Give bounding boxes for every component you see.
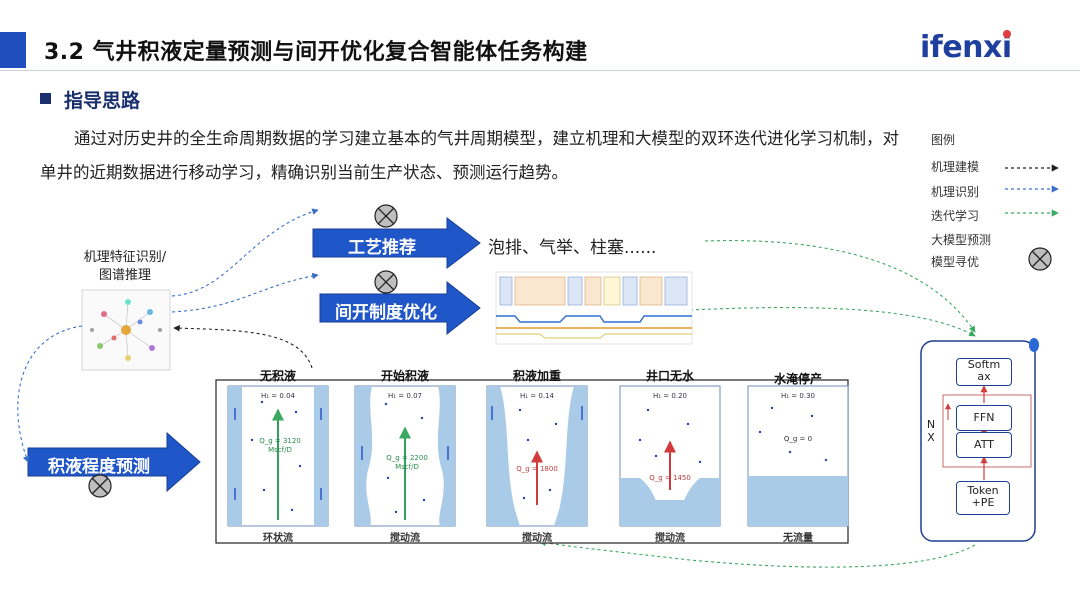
pipe-stage-2 — [354, 385, 456, 527]
process-recommend-arrow — [312, 216, 481, 270]
n-times-label: N X — [926, 418, 936, 444]
pipe-stage-5 — [747, 385, 849, 527]
legend-label-iterative-learning: 迭代学习 — [931, 209, 980, 223]
gas-rate-3: Q_g = 1800 — [516, 465, 558, 473]
process-recommend-label: 工艺推荐 — [348, 238, 416, 258]
recommend-methods-text: 泡排、气举、柱塞...... — [488, 238, 657, 258]
connector-diagram-to-graph — [173, 324, 313, 369]
stage-name-2: 开始积液 — [380, 369, 429, 383]
stage-name-4: 井口无水 — [645, 369, 694, 383]
liquid-predict-label: 积液程度预测 — [48, 457, 150, 477]
optimize-icon-1 — [374, 204, 398, 228]
connector-model-to-diagram — [539, 539, 976, 568]
section-heading: 指导思路 — [64, 90, 141, 112]
interval-optimize-arrow — [319, 280, 481, 336]
knowledge-graph-nodes — [90, 299, 162, 361]
holdup-5: H₁ = 0.30 — [781, 392, 815, 400]
page-title: 3.2 气井积液定量预测与间开优化复合智能体任务构建 — [44, 40, 588, 65]
stage-name-1: 无积液 — [259, 369, 296, 383]
gas-rate-1: Q_g = 3120 Mscf/D — [259, 437, 301, 454]
legend-label-mechanism-modeling: 机理建模 — [931, 160, 980, 174]
connector-recommend-to-model — [704, 240, 976, 333]
token-pe-block: Token +PE — [956, 481, 1010, 515]
gas-rate-5: Q_g = 0 — [783, 435, 813, 443]
connector-graph-to-process — [171, 208, 319, 297]
feature-recognition-label: 机理特征识别/ 图谱推理 — [83, 250, 167, 283]
flow-regime-3: 搅动流 — [522, 533, 552, 544]
holdup-4: H₁ = 0.20 — [653, 392, 687, 400]
section-bullet-icon — [40, 93, 51, 104]
transformer-repeat-box — [942, 394, 1032, 468]
pipe-stage-4 — [619, 385, 721, 527]
gas-rate-2: Q_g = 2200 Mscf/D — [386, 454, 428, 471]
stage-name-3: 积液加重 — [512, 369, 561, 383]
ifenxi-logo: ifenxi — [920, 30, 1012, 65]
title-accent-bar — [0, 32, 26, 68]
connector-graph-to-interval — [171, 272, 319, 313]
holdup-1: H₁ = 0.04 — [261, 392, 295, 400]
legend-title: 图例 — [931, 133, 956, 147]
connector-graph-to-predict — [17, 325, 83, 463]
optimize-icon-2 — [374, 270, 398, 294]
flow-regime-2: 搅动流 — [390, 533, 420, 544]
interval-optimize-label: 间开制度优化 — [335, 303, 437, 323]
flow-regime-1: 环状流 — [263, 533, 293, 544]
ffn-block: FFN — [956, 405, 1012, 431]
pipe-stage-1 — [227, 385, 329, 527]
optimize-icon-3 — [88, 474, 112, 498]
schedule-chart-thumbnail — [495, 271, 693, 345]
holdup-2: H₁ = 0.07 — [388, 392, 422, 400]
logo-dot-icon — [1003, 30, 1011, 38]
intro-paragraph: 通过对历史井的全生命周期数据的学习建立基本的气井周期模型，建立机理和大模型的双环… — [40, 129, 899, 182]
softmax-block: Softm ax — [956, 358, 1012, 386]
pipe-stage-3 — [486, 385, 588, 527]
legend-label-mechanism-recognition: 机理识别 — [931, 185, 980, 199]
gas-bubbles — [250, 400, 828, 514]
stage-name-5: 水淹停产 — [773, 372, 822, 386]
liquid-predict-arrow — [27, 431, 201, 493]
header-divider — [0, 70, 1080, 71]
legend-optimize-icon — [1028, 247, 1052, 271]
transformer-handle-icon — [1029, 338, 1039, 352]
gas-rate-4: Q_g = 1450 — [649, 474, 691, 482]
att-block: ATT — [956, 432, 1012, 458]
flow-regime-4: 搅动流 — [655, 533, 685, 544]
flow-regime-5: 无流量 — [783, 533, 813, 544]
connector-schedule-to-model — [689, 306, 976, 337]
legend-label-model-optimization: 模型寻优 — [931, 255, 980, 269]
holdup-3: H₁ = 0.14 — [520, 392, 554, 400]
legend-label-llm-prediction: 大模型预测 — [931, 233, 992, 247]
